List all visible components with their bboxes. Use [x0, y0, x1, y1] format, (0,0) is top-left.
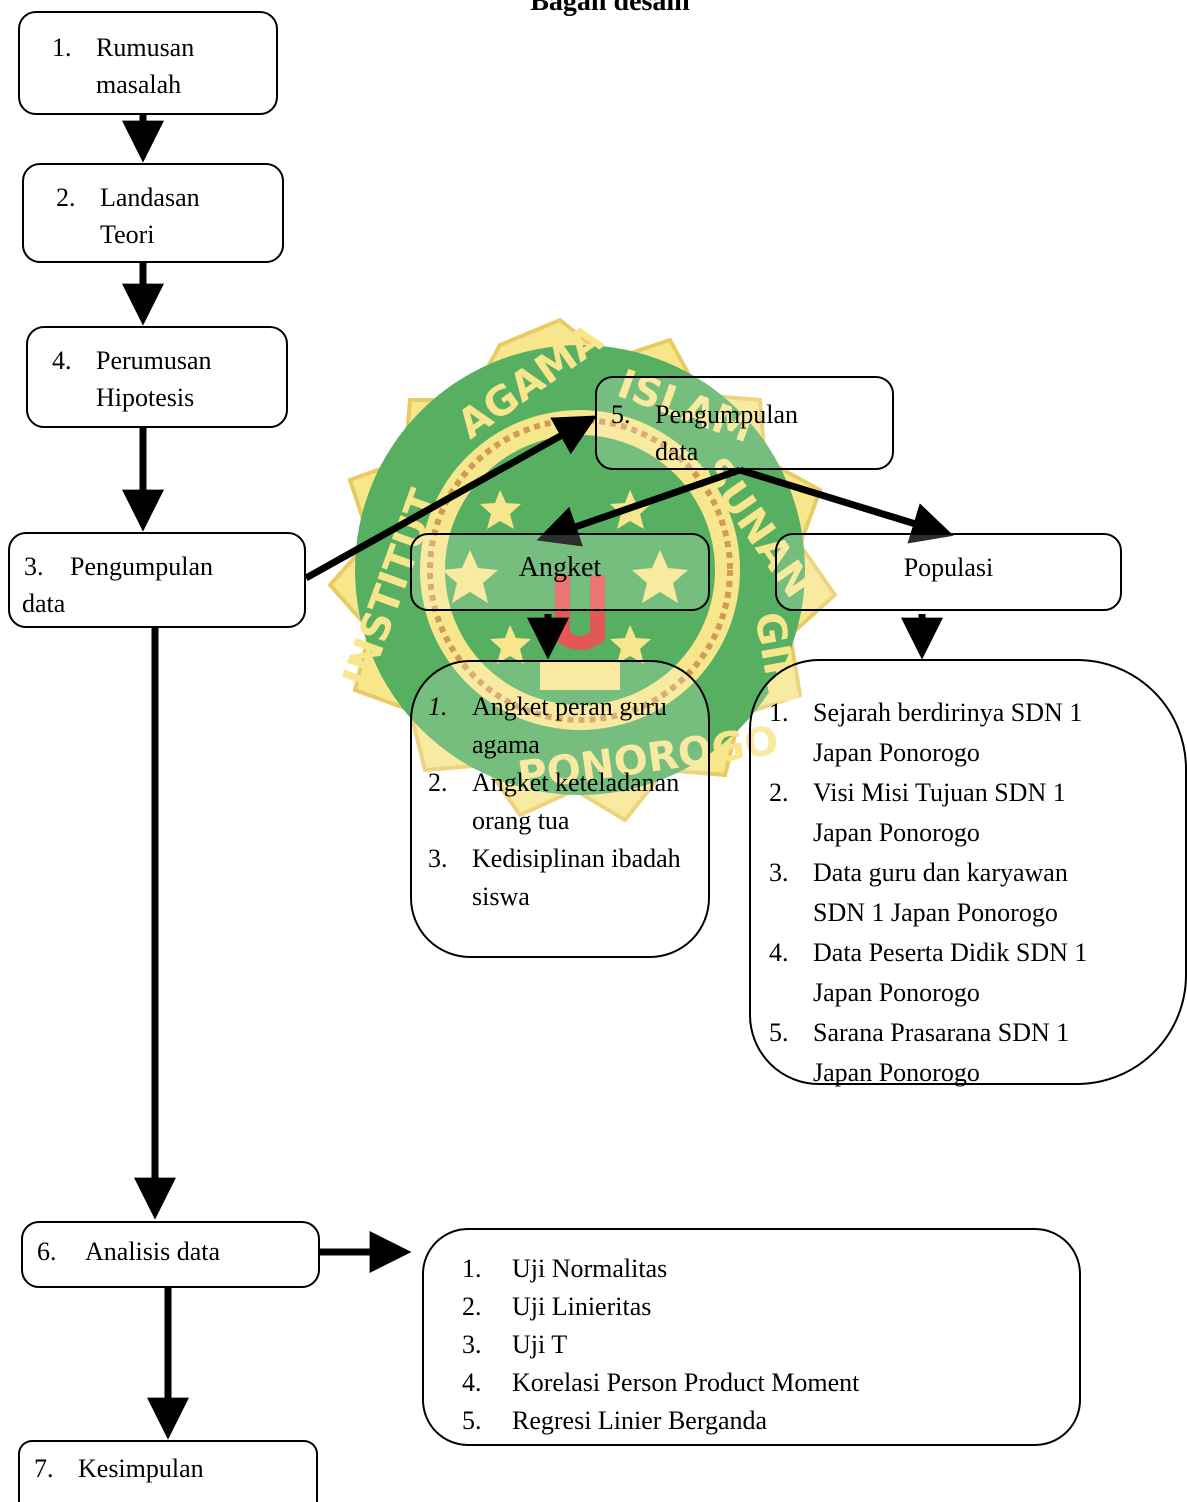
list-item-label: Visi Misi Tujuan SDN 1 Japan Ponorogo [813, 778, 1066, 847]
list-item-label: Regresi Linier Berganda [512, 1406, 768, 1435]
list-item-label: Uji Normalitas [512, 1254, 668, 1283]
list-item: 3. Data guru dan karyawan SDN 1 Japan Pon… [769, 853, 1125, 933]
list-item-number: 1. [769, 698, 789, 727]
box-number: 3. [24, 552, 44, 581]
box-rumusan-masalah: 1. Rumusan masalah [18, 11, 278, 115]
list-item-label: Uji Linieritas [512, 1292, 652, 1321]
list-item-number: 3. [428, 844, 448, 873]
list-item-number: 5. [769, 1018, 789, 1047]
list-item-label: Uji T [512, 1330, 568, 1359]
list-item-number: 4. [462, 1368, 482, 1397]
list-item: 2. Angket keteladanan orang tua [428, 764, 696, 840]
box-pengumpulan-data-top: 5. Pengumpulan data [595, 376, 894, 470]
list-item-label: Angket peran guru agama [472, 692, 667, 759]
box-number: 5. [611, 400, 631, 429]
box-label: Pengumpulan data [22, 552, 213, 618]
diagram-title: Bagan desain [530, 0, 690, 17]
box-number: 2. [56, 183, 76, 212]
box-landasan-teori: 2. Landasan Teori [22, 163, 284, 263]
list-item: 1. Uji Normalitas [462, 1250, 1059, 1288]
box-analisis-methods: 1. Uji Normalitas 2. Uji Linieritas 3. Uji … [422, 1228, 1081, 1446]
box-number: 7. [34, 1454, 54, 1483]
box-label: Angket [518, 552, 602, 583]
angket-item-list: 1. Angket peran guru agama 2. Angket ketel… [428, 688, 696, 916]
list-item: 5. Regresi Linier Berganda [462, 1402, 1059, 1440]
box-kesimpulan: 7. Kesimpulan [18, 1440, 318, 1502]
box-number: 1. [52, 33, 72, 62]
box-angket-items: 1. Angket peran guru agama 2. Angket ketel… [410, 660, 710, 958]
box-label: Perumusan Hipotesis [96, 346, 212, 412]
list-item: 4. Korelasi Person Product Moment [462, 1364, 1059, 1402]
arrow-pengumpulan-to-pengumpulan-top [304, 415, 598, 582]
analisis-method-list: 1. Uji Normalitas 2. Uji Linieritas 3. Uji … [462, 1250, 1059, 1440]
list-item: 5. Sarana Prasarana SDN 1 Japan Ponorogo [769, 1013, 1125, 1093]
populasi-item-list: 1. Sejarah berdirinya SDN 1 Japan Ponorog… [769, 693, 1125, 1093]
list-item-number: 4. [769, 938, 789, 967]
list-item-label: Sejarah berdirinya SDN 1 Japan Ponorogo [813, 698, 1083, 767]
list-item: 1. Sejarah berdirinya SDN 1 Japan Ponorog… [769, 693, 1125, 773]
box-analisis-data: 6. Analisis data [21, 1221, 320, 1288]
box-number: 6. [37, 1237, 57, 1266]
box-populasi: Populasi [775, 533, 1122, 611]
list-item-label: Angket keteladanan orang tua [472, 768, 680, 835]
arrow-to-populasi [738, 466, 954, 544]
list-item-label: Korelasi Person Product Moment [512, 1368, 860, 1397]
box-label: Populasi [903, 553, 994, 582]
arrow-to-angket [536, 466, 742, 547]
list-item: 4. Data Peserta Didik SDN 1 Japan Ponorog… [769, 933, 1125, 1013]
box-label: Kesimpulan [78, 1454, 204, 1483]
box-label: Rumusan masalah [96, 33, 195, 99]
box-label: Landasan Teori [100, 183, 200, 249]
list-item: 2. Uji Linieritas [462, 1288, 1059, 1326]
list-item: 3. Uji T [462, 1326, 1059, 1364]
list-item: 1. Angket peran guru agama [428, 688, 696, 764]
box-populasi-items: 1. Sejarah berdirinya SDN 1 Japan Ponorog… [749, 659, 1187, 1087]
list-item-label: Sarana Prasarana SDN 1 Japan Ponorogo [813, 1018, 1070, 1087]
box-label: Pengumpulan data [655, 400, 798, 466]
box-perumusan-hipotesis: 4. Perumusan Hipotesis [26, 326, 288, 428]
list-item-number: 2. [462, 1292, 482, 1321]
list-item-label: Data Peserta Didik SDN 1 Japan Ponorogo [813, 938, 1088, 1007]
list-item-number: 1. [462, 1254, 482, 1283]
box-label: Analisis data [85, 1237, 221, 1266]
list-item-label: Kedisiplinan ibadah siswa [472, 844, 681, 911]
list-item-number: 1. [428, 692, 448, 721]
list-item: 2. Visi Misi Tujuan SDN 1 Japan Ponorogo [769, 773, 1125, 853]
list-item: 3. Kedisiplinan ibadah siswa [428, 840, 696, 916]
list-item-label: Data guru dan karyawan SDN 1 Japan Ponor… [813, 858, 1068, 927]
box-pengumpulan-data-left: 3.Pengumpulan data [8, 532, 306, 628]
list-item-number: 2. [769, 778, 789, 807]
list-item-number: 5. [462, 1406, 482, 1435]
box-angket: Angket [410, 533, 710, 611]
list-item-number: 2. [428, 768, 448, 797]
list-item-number: 3. [769, 858, 789, 887]
list-item-number: 3. [462, 1330, 482, 1359]
box-number: 4. [52, 346, 72, 375]
